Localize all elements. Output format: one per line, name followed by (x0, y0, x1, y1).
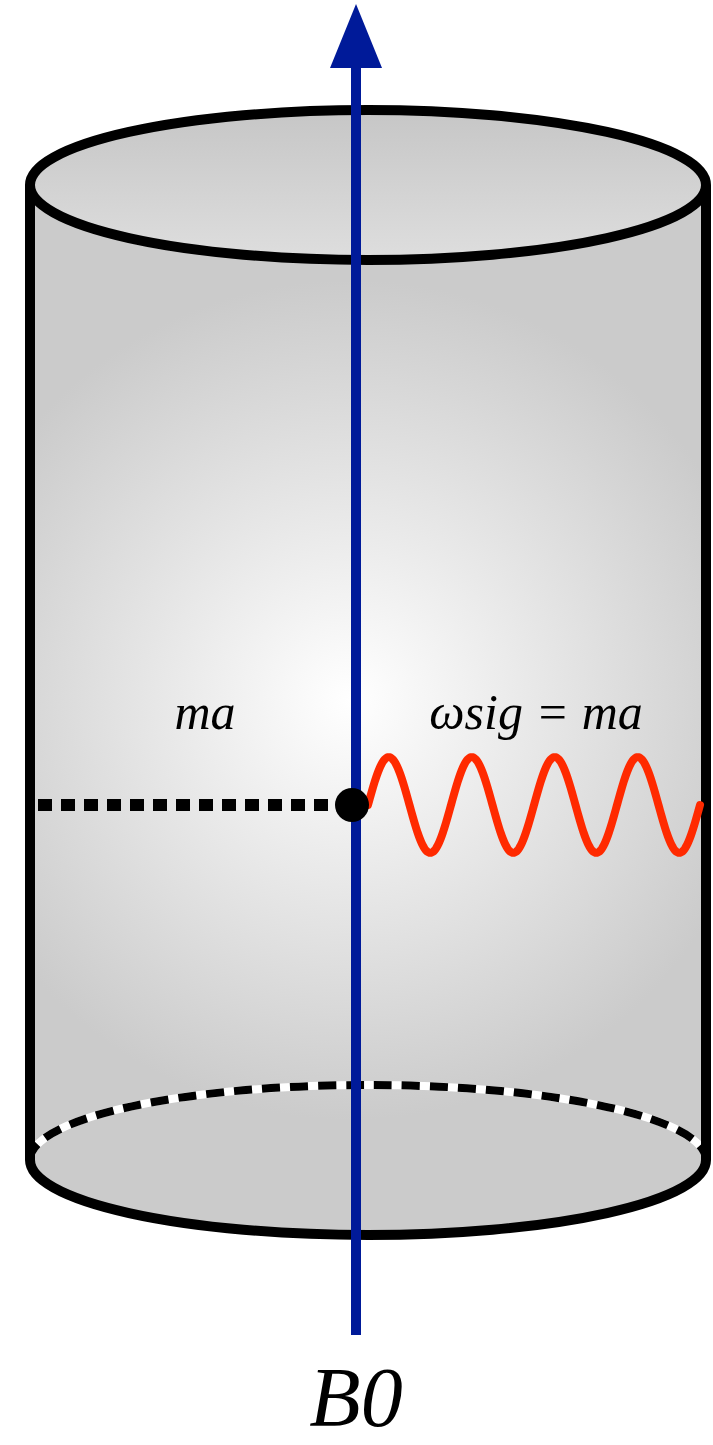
field-arrow-shaft (351, 60, 361, 1335)
top-cap (30, 110, 706, 260)
bottom-back-arc-dash (30, 1085, 706, 1160)
frequency-label: ωsig = ma (429, 687, 643, 737)
field-arrow-head (330, 4, 382, 68)
axion-line (38, 799, 345, 811)
signal-wave (368, 757, 700, 853)
cylinder-body (30, 185, 706, 1235)
bottom-back-arc (30, 1085, 706, 1160)
mass-label: ma (174, 687, 235, 737)
cylinder-outline (30, 185, 706, 1235)
field-label: B0 (309, 1356, 402, 1440)
signal-wave-path (368, 757, 700, 853)
vertex-dot (335, 788, 369, 822)
